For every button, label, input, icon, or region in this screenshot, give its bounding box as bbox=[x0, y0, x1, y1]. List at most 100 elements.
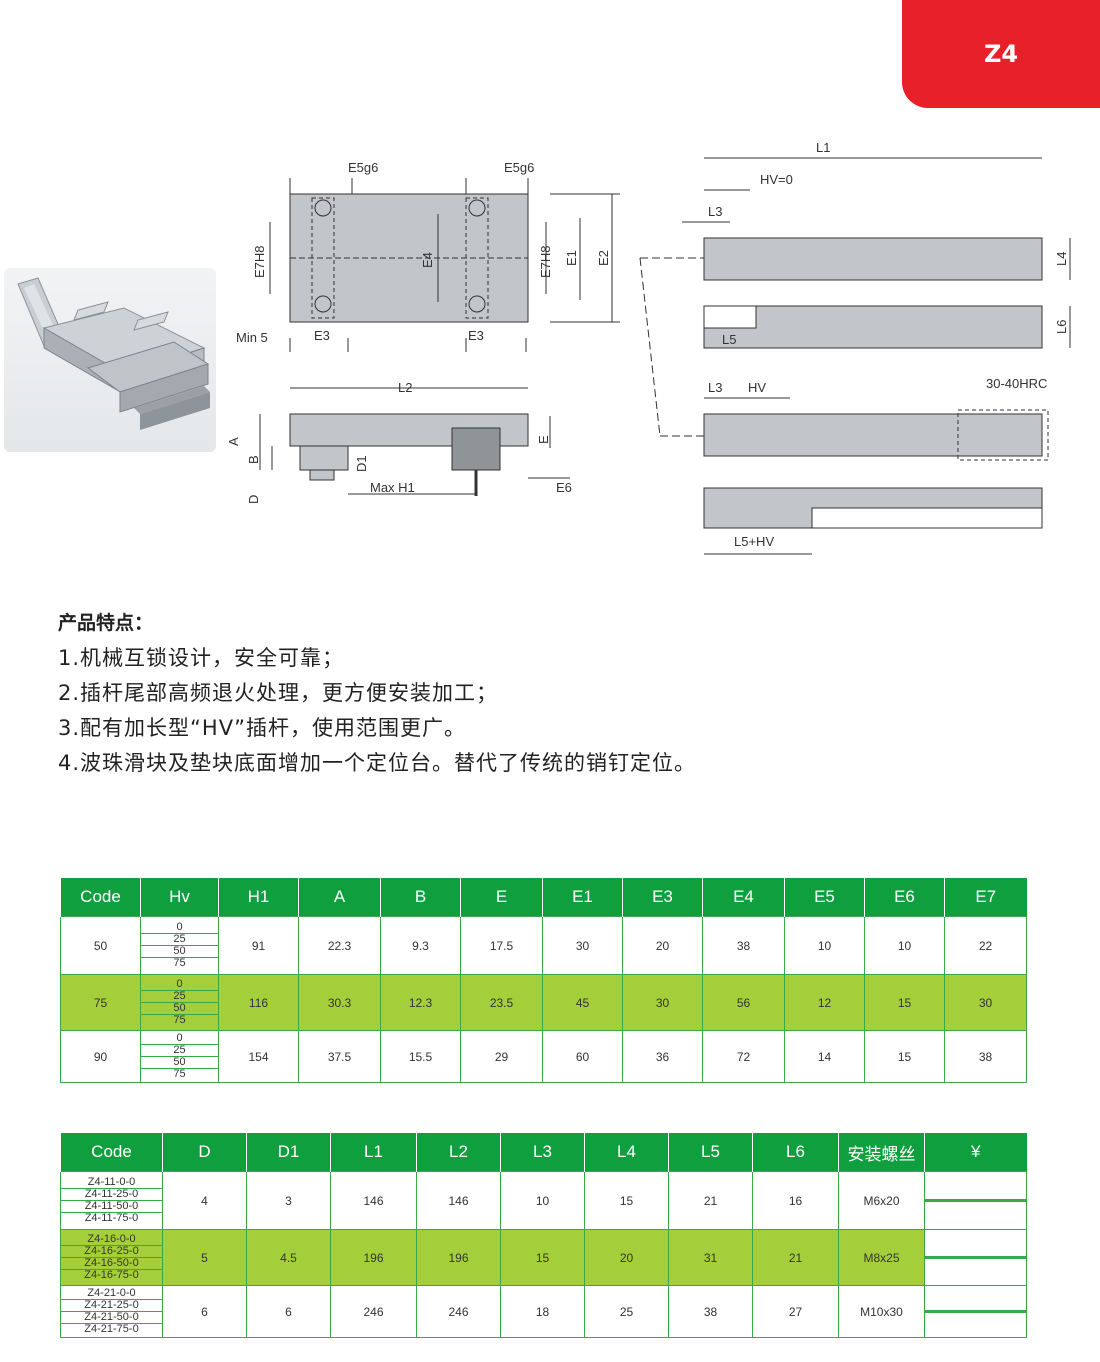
table-header-cell: B bbox=[380, 878, 461, 917]
label-e3-right: E3 bbox=[468, 328, 484, 343]
hv-value: 75 bbox=[173, 1014, 186, 1026]
cell-l4: 25 bbox=[584, 1285, 669, 1338]
cell-l4: 15 bbox=[584, 1171, 669, 1230]
cell-e7: 22 bbox=[944, 916, 1027, 975]
feature-item: 4.波珠滑块及垫块底面增加一个定位台。替代了传统的销钉定位。 bbox=[58, 751, 697, 775]
label-l5: L5 bbox=[722, 332, 736, 347]
code-cell: 75 bbox=[60, 974, 141, 1031]
cell-l2: 196 bbox=[416, 1229, 501, 1286]
cell-screw: M10x30 bbox=[838, 1285, 925, 1338]
part-code: Z4-21-50-0 bbox=[61, 1312, 162, 1324]
table-header-cell: E3 bbox=[622, 878, 703, 917]
cell-e1: 30 bbox=[542, 916, 623, 975]
cell-a: 30.3 bbox=[298, 974, 381, 1031]
cell-l2: 146 bbox=[416, 1171, 501, 1230]
label-hv: HV bbox=[748, 380, 766, 395]
label-e1: E1 bbox=[564, 250, 579, 266]
hv-value: 50 bbox=[141, 946, 218, 958]
cell-e6: 15 bbox=[864, 974, 945, 1031]
label-e5g6-left: E5g6 bbox=[348, 160, 378, 175]
label-l5hv: L5+HV bbox=[734, 534, 774, 549]
cell-l5: 31 bbox=[668, 1229, 753, 1286]
hv-value: 25 bbox=[141, 991, 218, 1003]
hv-value: 50 bbox=[141, 1003, 218, 1015]
technical-drawing: E5g6 E5g6 E7H8 E4 E7H8 E1 E2 Min 5 E3 E3… bbox=[226, 140, 1071, 555]
table-header-cell: L3 bbox=[500, 1133, 585, 1172]
part-code: Z4-16-25-0 bbox=[61, 1246, 162, 1258]
code-cell: 90 bbox=[60, 1030, 141, 1083]
cell-d1: 6 bbox=[246, 1285, 331, 1338]
feature-item: 2.插杆尾部高频退火处理，更方便安装加工； bbox=[58, 681, 499, 705]
cell-e3: 20 bbox=[622, 916, 703, 975]
price-value bbox=[925, 1258, 1026, 1259]
cell-a: 22.3 bbox=[298, 916, 381, 975]
table-header-cell: L4 bbox=[584, 1133, 669, 1172]
cell-e: 17.5 bbox=[460, 916, 543, 975]
label-d1: D1 bbox=[354, 455, 369, 472]
table-header-cell: Code bbox=[60, 878, 141, 917]
cell-e4: 72 bbox=[702, 1030, 785, 1083]
label-e2: E2 bbox=[596, 250, 611, 266]
cell-l2: 246 bbox=[416, 1285, 501, 1338]
cell-h1: 154 bbox=[218, 1030, 299, 1083]
cell-l6: 21 bbox=[752, 1229, 839, 1286]
cell-d: 4 bbox=[162, 1171, 247, 1230]
part-code: Z4-16-75-0 bbox=[84, 1269, 139, 1281]
cell-d1: 3 bbox=[246, 1171, 331, 1230]
cell-l3: 18 bbox=[500, 1285, 585, 1338]
cell-d: 5 bbox=[162, 1229, 247, 1286]
label-e7h8-left: E7H8 bbox=[252, 245, 267, 278]
cell-b: 9.3 bbox=[380, 916, 461, 975]
part-code: Z4-11-0-0 bbox=[61, 1177, 162, 1189]
table-header-cell: E7 bbox=[944, 878, 1027, 917]
price-value bbox=[925, 1200, 1026, 1201]
cell-d: 6 bbox=[162, 1285, 247, 1338]
table-header-cell: L2 bbox=[416, 1133, 501, 1172]
table-header-cell: ¥ bbox=[924, 1133, 1027, 1172]
cell-e5: 12 bbox=[784, 974, 865, 1031]
series-badge: Z4 bbox=[902, 0, 1100, 108]
label-e7h8-right: E7H8 bbox=[538, 245, 553, 278]
cell-l3: 10 bbox=[500, 1171, 585, 1230]
price-value-stack bbox=[925, 1256, 1026, 1259]
cell-e: 23.5 bbox=[460, 974, 543, 1031]
cell-e6: 15 bbox=[864, 1030, 945, 1083]
cell-h1: 116 bbox=[218, 974, 299, 1031]
label-l3-bottom: L3 bbox=[708, 380, 722, 395]
feature-item: 3.配有加长型“HV”插杆，使用范围更广。 bbox=[58, 716, 466, 740]
table-header-cell: L6 bbox=[752, 1133, 839, 1172]
label-a: A bbox=[226, 437, 241, 446]
cell-e4: 56 bbox=[702, 974, 785, 1031]
features-heading: 产品特点： bbox=[58, 612, 154, 634]
label-hrc: 30-40HRC bbox=[986, 376, 1047, 391]
hv-value: 0 bbox=[141, 979, 218, 991]
cell-l5: 21 bbox=[668, 1171, 753, 1230]
cell-e5: 10 bbox=[784, 916, 865, 975]
cell-e1: 60 bbox=[542, 1030, 623, 1083]
label-e5g6-right: E5g6 bbox=[504, 160, 534, 175]
cell-screw: M8x25 bbox=[838, 1229, 925, 1286]
cell-e7: 38 bbox=[944, 1030, 1027, 1083]
cell-l5: 38 bbox=[668, 1285, 753, 1338]
price-value bbox=[925, 1257, 1026, 1258]
table-header-cell: E1 bbox=[542, 878, 623, 917]
cell-l1: 196 bbox=[330, 1229, 417, 1286]
table-header-cell: D bbox=[162, 1133, 247, 1172]
part-code: Z4-11-25-0 bbox=[61, 1189, 162, 1201]
feature-item: 1.机械互锁设计，安全可靠； bbox=[58, 646, 345, 670]
label-max-h1: Max H1 bbox=[370, 480, 415, 495]
cell-d1: 4.5 bbox=[246, 1229, 331, 1286]
part-code: Z4-16-50-0 bbox=[61, 1258, 162, 1270]
part-code: Z4-21-25-0 bbox=[61, 1300, 162, 1312]
